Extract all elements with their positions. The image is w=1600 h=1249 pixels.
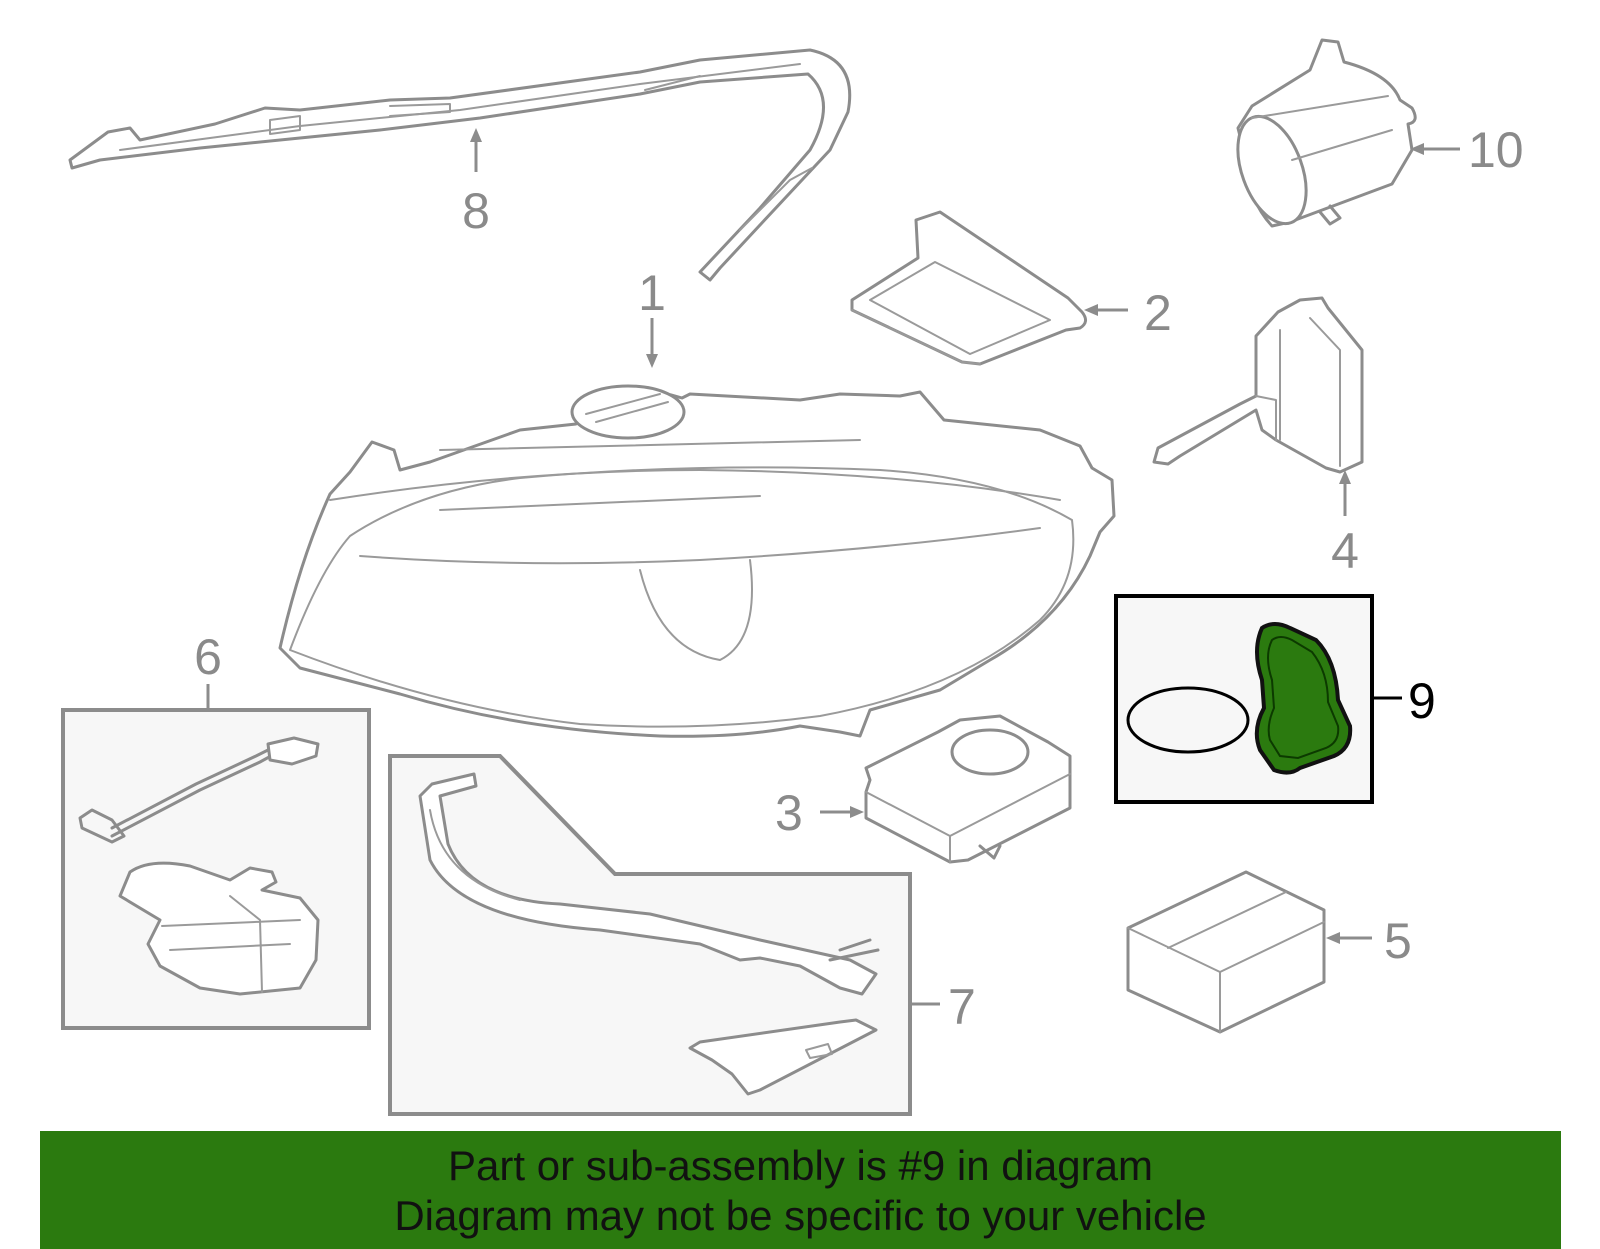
banner-line-1: Part or sub-assembly is #9 in diagram — [448, 1142, 1153, 1189]
part-1-headlamp-assembly[interactable] — [278, 384, 1116, 738]
callout-3[interactable]: 3 — [775, 785, 803, 841]
arrowhead-8 — [470, 128, 482, 142]
gasket-highlighted[interactable] — [1254, 622, 1353, 775]
callout-1[interactable]: 1 — [638, 265, 666, 321]
callout-8[interactable]: 8 — [462, 183, 490, 239]
o-ring-seal[interactable] — [1126, 686, 1250, 754]
part-4-ignitor[interactable] — [1152, 296, 1364, 474]
arrowhead-2 — [1084, 304, 1098, 316]
arrowhead-10 — [1410, 143, 1424, 155]
part-2-control-module[interactable] — [850, 210, 1087, 366]
arrowhead-3 — [850, 806, 864, 818]
highlight-notice-banner: Part or sub-assembly is #9 in diagram Di… — [40, 1131, 1561, 1249]
part-3-ballast[interactable] — [864, 714, 1072, 864]
callout-5[interactable]: 5 — [1384, 913, 1412, 969]
part-8-trim-strip[interactable] — [68, 48, 852, 282]
gasket-inner-edge — [1267, 636, 1340, 760]
part-5-module[interactable] — [1126, 870, 1326, 1034]
group-box-9[interactable] — [1114, 594, 1374, 804]
part-10-bulb-cap[interactable] — [1225, 38, 1417, 233]
group-box-6[interactable] — [61, 708, 371, 1030]
callout-2[interactable]: 2 — [1144, 285, 1172, 341]
banner-line-2: Diagram may not be specific to your vehi… — [394, 1192, 1207, 1239]
arrowhead-4 — [1339, 470, 1351, 484]
group-box-7[interactable] — [388, 754, 912, 1116]
arrowhead-1 — [646, 354, 658, 368]
callout-9[interactable]: 9 — [1408, 673, 1436, 729]
arrowhead-5 — [1326, 932, 1340, 944]
callout-7[interactable]: 7 — [948, 979, 976, 1035]
callout-10[interactable]: 10 — [1468, 122, 1524, 178]
callout-6[interactable]: 6 — [194, 629, 222, 685]
callout-4[interactable]: 4 — [1331, 523, 1359, 579]
